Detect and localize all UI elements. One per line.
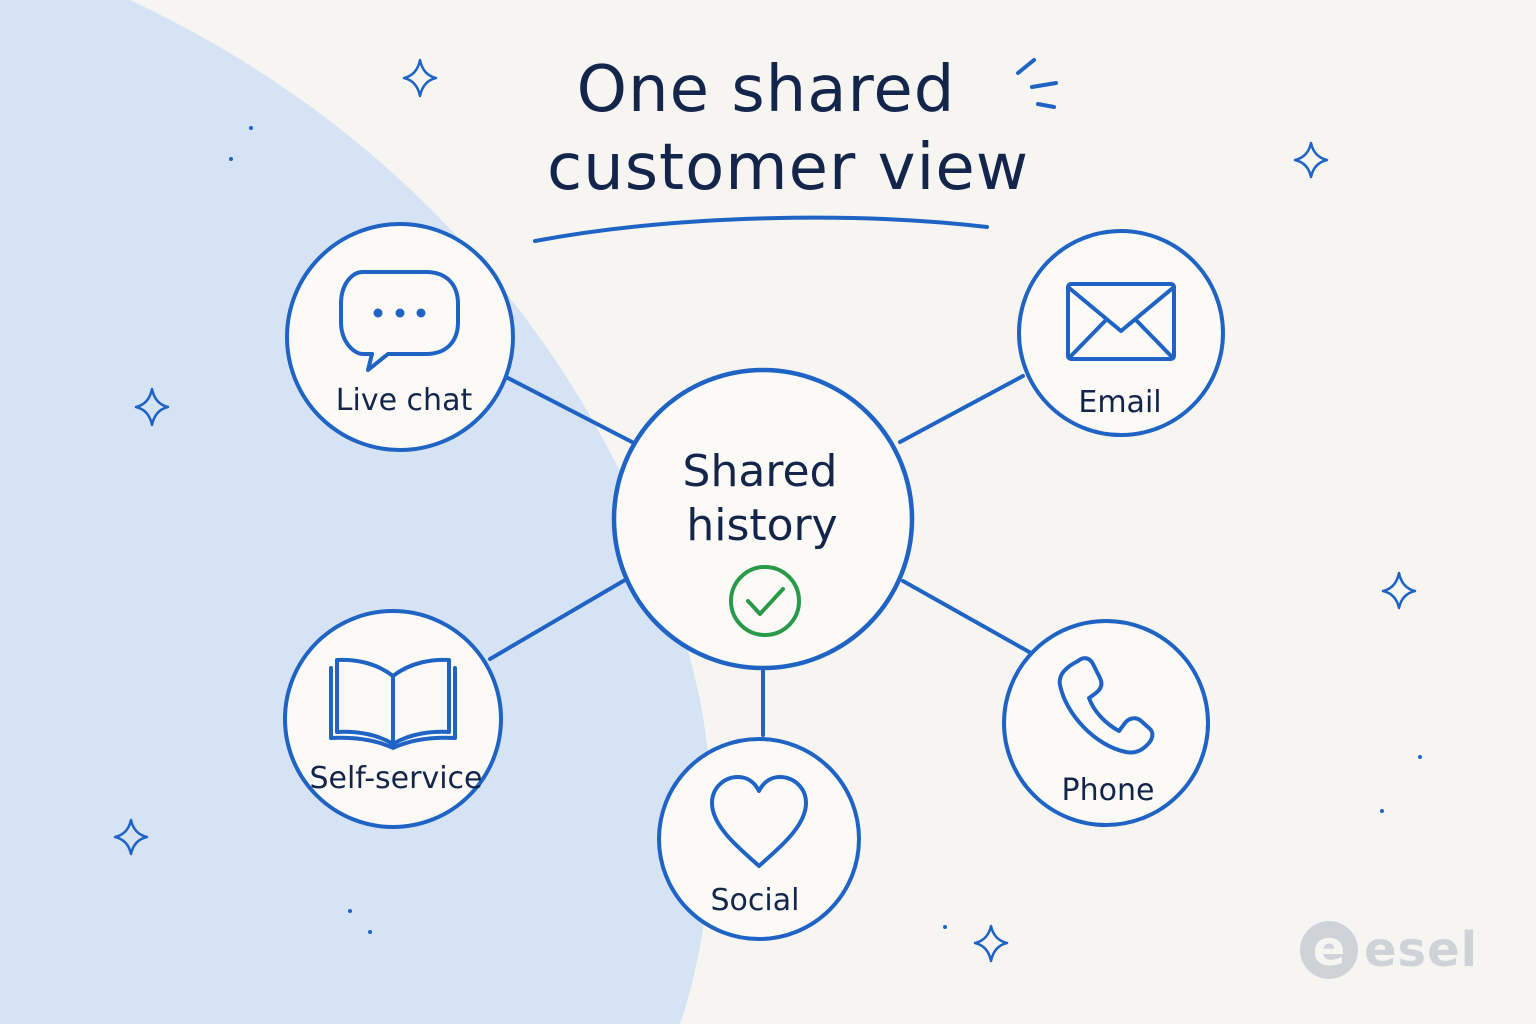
channel-email: Email: [1017, 229, 1225, 437]
connector-email: [898, 374, 1025, 444]
channel-label-live-chat: Live chat: [336, 383, 473, 418]
channel-self-service: Self-service: [283, 609, 503, 829]
channel-social: Social: [657, 737, 861, 941]
sparkle-icon: [402, 58, 438, 98]
connector-live-chat: [504, 375, 634, 444]
sparkle-icon: [1293, 141, 1329, 179]
heart-icon: [710, 775, 808, 868]
logo-mark-icon: e: [1300, 921, 1358, 979]
phone-icon: [1057, 656, 1155, 755]
connector-self-service: [488, 578, 627, 661]
channel-phone: Phone: [1002, 619, 1210, 827]
hub-label-line2: history: [686, 500, 837, 551]
chat-bubble-icon: [339, 270, 460, 372]
channel-label-phone: Phone: [1062, 773, 1155, 808]
title-line-2: customer view: [546, 131, 1030, 205]
check-circle-icon: [729, 565, 801, 637]
title-underline: [533, 215, 989, 243]
sparkle-icon: [973, 924, 1009, 963]
envelope-icon: [1066, 282, 1176, 361]
open-book-icon: [329, 657, 457, 750]
channel-label-email: Email: [1078, 385, 1161, 420]
title-accent-marks: [1016, 58, 1058, 109]
logo-text: esel: [1364, 922, 1479, 978]
sparkle-icon: [134, 387, 170, 427]
channel-label-social: Social: [711, 883, 800, 918]
connector-phone: [901, 579, 1033, 655]
connectors: [488, 374, 1033, 737]
channel-label-self-service: Self-service: [309, 761, 482, 796]
sparkle-icon: [1381, 571, 1417, 610]
hub-label-line1: Shared: [683, 446, 838, 497]
channel-live-chat: Live chat: [285, 222, 515, 452]
sparkle-decorations: [113, 58, 1422, 963]
hub-node: Shared history: [611, 367, 915, 671]
title-line-1: One shared: [576, 53, 956, 127]
sparkle-icon: [113, 818, 149, 856]
brand-logo: e esel: [1300, 918, 1478, 982]
